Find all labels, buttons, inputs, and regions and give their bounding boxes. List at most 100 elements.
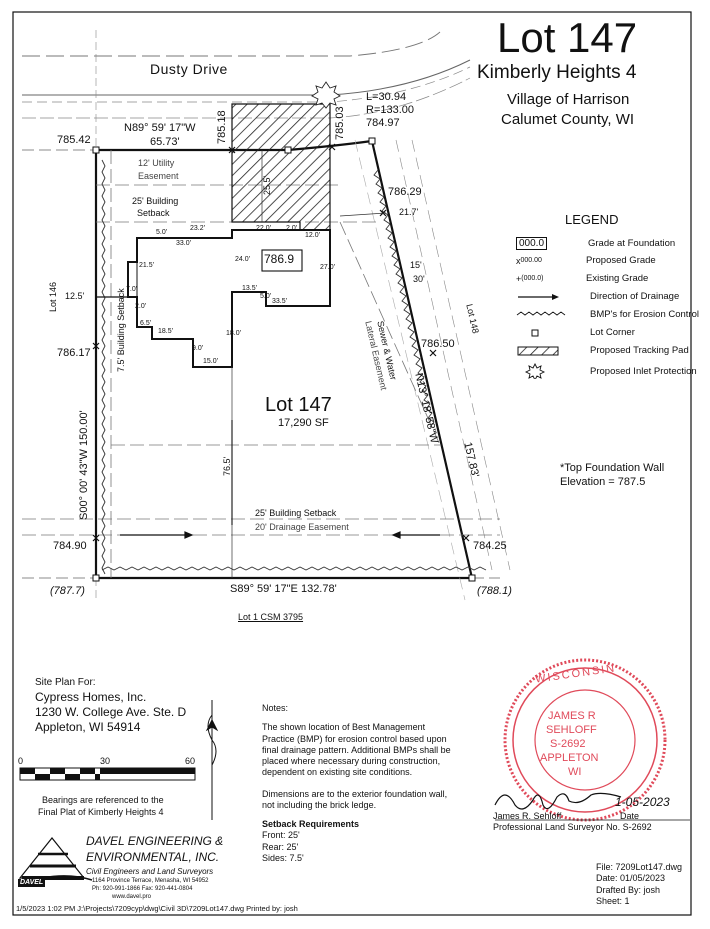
front-setback-label: 25' Building — [132, 196, 179, 206]
house-dim: 2.0' — [135, 303, 147, 310]
surveyor-name: James R. Sehloff — [493, 811, 562, 821]
foundation-elevation: Elevation = 787.5 — [560, 476, 646, 488]
company-name-1: DAVEL ENGINEERING & — [86, 834, 224, 848]
curve-length: L=30.94 — [366, 91, 407, 103]
footer-path: 1/5/2023 1:02 PM J:\Projects\7209cyp\dwg… — [16, 904, 298, 913]
arrow-icon — [518, 293, 559, 300]
house-dim: 9.0' — [192, 345, 204, 352]
dim-30: 30' — [413, 274, 425, 284]
sheet-number: Sheet: 1 — [596, 895, 630, 906]
legend-item: Proposed Inlet Protection — [516, 363, 697, 379]
subdivision-title: Kimberly Heights 4 — [477, 62, 637, 83]
legend-label: Grade at Foundation — [588, 238, 676, 249]
file-name: File: 7209Lot147.dwg — [596, 862, 683, 872]
lot-south-label: Lot 1 CSM 3795 — [238, 612, 304, 622]
legend-symbol: 000.0 — [516, 237, 548, 250]
grade-w-mid: 786.17 — [57, 347, 91, 359]
legend-heading: LEGEND — [565, 212, 619, 227]
north-arrow — [205, 700, 219, 820]
stamp-name-1: JAMES R — [548, 710, 596, 722]
south-bearing: S89° 59' 17"E 132.78' — [230, 583, 337, 595]
bearings-note-2: Final Plat of Kimberly Heights 4 — [38, 807, 164, 817]
site-plan-heading: Site Plan For: — [35, 677, 96, 688]
lot-corners — [92, 137, 476, 582]
front-setback-label-2: Setback — [137, 208, 170, 218]
house-dim: 5.0' — [260, 293, 272, 300]
company-name-2: ENVIRONMENTAL, INC. — [86, 850, 220, 864]
grade-e-mid: 786.50 — [421, 338, 455, 350]
grade-se-existing: (788.1) — [477, 585, 512, 597]
tracking-pad — [231, 103, 331, 231]
legend-symbol: 000.00 — [520, 257, 542, 264]
legend-label: Proposed Tracking Pad — [590, 345, 689, 356]
dim-rear: 76.5' — [222, 456, 232, 476]
legend-label: BMP's for Erosion Control — [590, 309, 699, 320]
file-info: File: 7209Lot147.dwg Date: 01/05/2023 Dr… — [596, 862, 682, 907]
note-line: not including the brick ledge. — [262, 799, 377, 810]
stamp-state: WI — [568, 766, 582, 778]
drainage-arrows — [96, 296, 440, 539]
scale-0: 0 — [18, 756, 24, 766]
company-tagline: Civil Engineers and Land Surveyors — [86, 867, 214, 876]
house-dim: 7.0' — [126, 286, 138, 293]
note-line: Dimensions are to the exterior foundatio… — [262, 788, 448, 799]
grade-e-upper: 786.29 — [388, 186, 422, 198]
notes-block: Notes: The shown location of Best Manage… — [262, 703, 451, 864]
house-dim: 22.0' — [256, 225, 271, 232]
lot-label: Lot 147 — [265, 394, 332, 416]
note-line: dependent on existing site conditions. — [262, 767, 413, 778]
grade-sw-existing: (787.7) — [50, 585, 85, 597]
grade-ne: 784.97 — [366, 117, 400, 129]
erosion-control-south — [101, 566, 487, 571]
lot-area: 17,290 SF — [278, 417, 329, 429]
davel-logo — [18, 837, 93, 885]
house-dim: 2.0' — [286, 225, 298, 232]
drainage-easement-label: 20' Drainage Easement — [255, 522, 349, 532]
utility-easement-label: Easement — [138, 171, 179, 181]
village-title: Village of Harrison — [507, 91, 630, 108]
house-dim: 18.5' — [158, 328, 173, 335]
dim-front: 25.5' — [262, 175, 272, 195]
logo-text: DAVEL — [18, 879, 46, 888]
drafted-by: Drafted By: josh — [596, 884, 661, 895]
stamp-name-2: SEHLOFF — [546, 724, 597, 736]
scale-60: 60 — [185, 756, 196, 766]
street-name: Dusty Drive — [150, 61, 228, 77]
signature-date: 1-05-2023 — [615, 795, 670, 809]
surveyor-date-label: Date — [620, 811, 640, 821]
road-centerline — [22, 31, 441, 57]
dim-15: 15' — [410, 260, 422, 270]
company-web: www.davel.pro — [112, 894, 152, 900]
lot146-label: Lot 146 — [48, 281, 58, 312]
setback-rear: Rear: 25' — [262, 841, 299, 852]
dimension-lines — [231, 150, 387, 578]
legend-item: BMP's for Erosion Control — [516, 309, 699, 320]
company-phone: Ph: 920-991-1866 Fax: 920-441-0804 — [92, 886, 193, 892]
legend-item: Proposed Tracking Pad — [516, 345, 689, 356]
dim-side-east: 21.7' — [399, 207, 419, 217]
erosion-control-west — [101, 159, 106, 575]
house-dim: 12.0' — [305, 232, 320, 239]
north-distance: 65.73' — [150, 136, 180, 148]
house-dim: 33.5' — [272, 298, 287, 305]
curve-radius: R=133.00 — [366, 104, 415, 116]
dim-west: 12.5' — [65, 291, 85, 301]
foundation-grade: 786.9 — [264, 252, 295, 266]
note-line: placed where necessary during constructi… — [262, 756, 441, 766]
house-dim: 5.0' — [156, 229, 168, 236]
legend-label: Direction of Drainage — [590, 291, 680, 302]
inlet-protection — [311, 81, 341, 109]
file-date: Date: 01/05/2023 — [596, 873, 666, 884]
square-icon — [531, 329, 539, 336]
lot-title: Lot 147 — [497, 14, 638, 61]
bearings-note: Bearings are referenced to the — [42, 795, 164, 805]
note-line: Practice (BMP) for erosion control based… — [262, 733, 447, 744]
site-plan-for: Site Plan For: Cypress Homes, Inc. 1230 … — [35, 677, 186, 735]
legend-symbol: (000.0) — [521, 275, 544, 282]
foundation-note: *Top Foundation Wall — [560, 462, 665, 474]
grade-nw: 785.42 — [57, 134, 91, 146]
surveyor-license: Professional Land Surveyor No. S-2692 — [493, 822, 652, 832]
house-dim: 15.0' — [203, 358, 218, 365]
